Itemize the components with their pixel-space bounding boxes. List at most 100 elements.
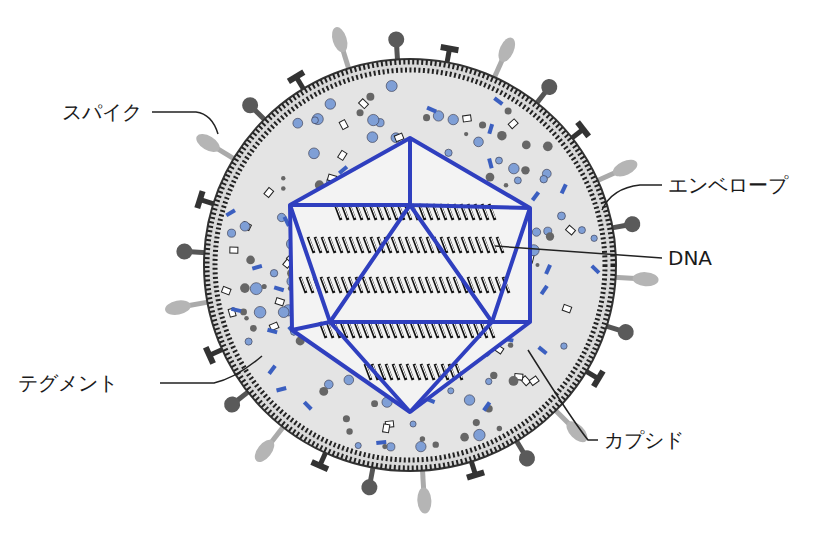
dna-strand bbox=[390, 322, 396, 338]
dna-strand bbox=[404, 322, 410, 338]
dna-strand bbox=[316, 238, 321, 251]
tegument-protein bbox=[509, 163, 520, 174]
tegument-protein bbox=[463, 115, 472, 122]
tegument-protein bbox=[496, 157, 503, 164]
dna-strand bbox=[490, 237, 496, 253]
tegument-protein bbox=[278, 307, 289, 318]
tegument-protein bbox=[508, 119, 518, 129]
dna-strand bbox=[377, 277, 383, 293]
dna-strand bbox=[342, 277, 348, 293]
dna-strand bbox=[392, 237, 398, 253]
spike-layer bbox=[164, 25, 659, 514]
dna-strand bbox=[321, 277, 327, 293]
tegument-protein bbox=[509, 376, 519, 386]
dna-strand bbox=[343, 237, 349, 253]
dna-strand bbox=[497, 237, 503, 253]
dna-strand bbox=[407, 238, 412, 251]
tegument-protein bbox=[423, 114, 430, 121]
tegument-protein bbox=[240, 221, 250, 231]
dna-strand bbox=[330, 238, 335, 251]
dna-strand bbox=[328, 277, 334, 293]
tegument-protein bbox=[535, 263, 539, 267]
tegument-protein bbox=[474, 429, 485, 440]
dna-strand bbox=[426, 323, 431, 336]
tegument-protein bbox=[281, 186, 286, 191]
dna-strand bbox=[491, 238, 496, 251]
tegument-protein bbox=[531, 191, 540, 201]
tegument-protein bbox=[537, 346, 547, 355]
tegument-protein bbox=[540, 285, 549, 296]
dna-strand bbox=[419, 277, 425, 293]
dna-strand bbox=[455, 278, 460, 291]
tegument-protein bbox=[497, 426, 502, 431]
tegument-protein bbox=[486, 378, 492, 384]
tegument-protein bbox=[464, 395, 474, 405]
tegument-protein bbox=[504, 183, 509, 188]
tegument-protein bbox=[464, 132, 468, 136]
dna-strand bbox=[370, 277, 376, 293]
dna-strand bbox=[421, 364, 427, 380]
tegument-protein bbox=[532, 228, 540, 236]
tegument-protein bbox=[383, 424, 390, 433]
spike bbox=[164, 295, 211, 317]
tegument-protein bbox=[426, 106, 437, 114]
tegument-protein bbox=[366, 93, 374, 101]
tegument-protein bbox=[387, 443, 395, 451]
dna-strand bbox=[421, 238, 426, 251]
dna-strand bbox=[329, 237, 335, 253]
tegument-protein bbox=[529, 376, 539, 386]
tegument-particles bbox=[221, 80, 600, 451]
dna-strand bbox=[394, 365, 399, 378]
dna-strand bbox=[446, 322, 452, 338]
dna-strand bbox=[468, 323, 473, 336]
dna-strand bbox=[432, 322, 438, 338]
tegument-protein bbox=[359, 99, 369, 109]
tegument-protein bbox=[433, 441, 439, 447]
tegument-protein bbox=[339, 120, 348, 130]
dna-strand bbox=[467, 322, 473, 338]
dna-strand bbox=[406, 278, 411, 291]
tegument-protein bbox=[473, 419, 480, 426]
tegument-protein bbox=[448, 388, 454, 394]
tegument-protein bbox=[460, 433, 469, 442]
dna-strand bbox=[399, 278, 404, 291]
tegument-protein bbox=[416, 441, 426, 451]
tegument-protein bbox=[270, 269, 277, 276]
part-label: スパイク bbox=[62, 101, 142, 123]
tegument-protein bbox=[268, 365, 277, 375]
dna-strand bbox=[441, 278, 446, 291]
spike bbox=[613, 270, 659, 287]
dna-strand bbox=[383, 322, 389, 338]
dna-strand bbox=[453, 322, 459, 338]
tegument-protein bbox=[508, 342, 513, 347]
dna-strand bbox=[440, 277, 446, 293]
part-label: DNA bbox=[668, 247, 712, 269]
dna-strand bbox=[393, 238, 398, 251]
dna-strand bbox=[470, 238, 475, 251]
tegument-protein bbox=[293, 118, 303, 128]
dna-strand bbox=[371, 278, 376, 291]
tegument-protein bbox=[493, 97, 503, 106]
tegument-protein bbox=[566, 225, 576, 235]
dna-strand bbox=[420, 278, 425, 291]
dna-strand bbox=[413, 278, 418, 291]
spike bbox=[593, 156, 640, 187]
dna-strand bbox=[476, 237, 482, 253]
tegument-protein bbox=[267, 328, 278, 334]
tegument-protein bbox=[474, 137, 484, 147]
dna-strand bbox=[475, 277, 481, 293]
dna-strand bbox=[426, 277, 432, 293]
dna-strand bbox=[363, 277, 369, 293]
capsid-icosahedron bbox=[290, 138, 530, 412]
tegument-protein bbox=[590, 264, 600, 274]
tegument-protein bbox=[319, 387, 328, 396]
dna-strand bbox=[356, 323, 361, 336]
dna-strand bbox=[398, 277, 404, 293]
dna-strand bbox=[456, 238, 461, 251]
dna-strand bbox=[415, 365, 420, 378]
dna-strand bbox=[489, 277, 495, 293]
tegument-protein bbox=[490, 372, 497, 379]
tegument-protein bbox=[521, 166, 529, 174]
tegument-protein bbox=[303, 401, 313, 411]
dna-strand bbox=[407, 364, 413, 380]
